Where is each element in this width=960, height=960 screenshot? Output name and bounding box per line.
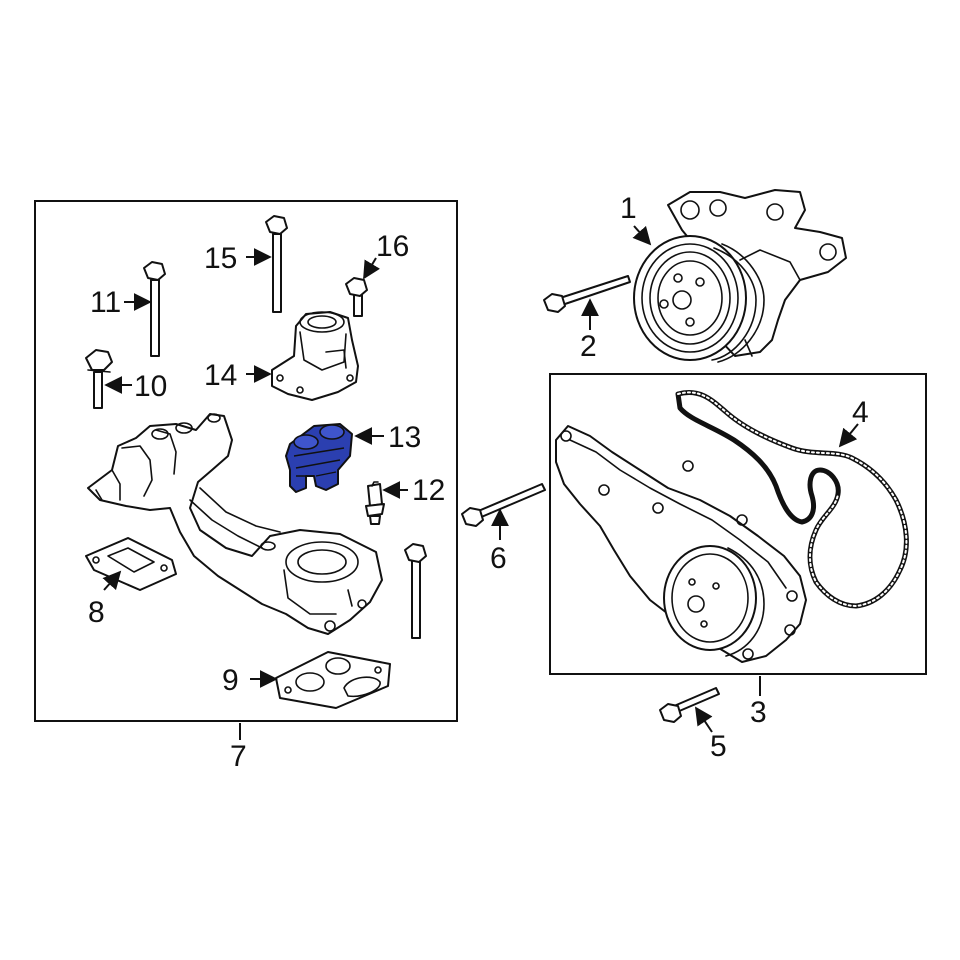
bolt-part-15[interactable] xyxy=(265,215,288,313)
bolt-part-6[interactable] xyxy=(461,483,546,527)
leader-8 xyxy=(102,570,122,591)
temperature-sensor-part-12[interactable] xyxy=(365,481,385,525)
gasket-part-8[interactable] xyxy=(85,537,177,591)
callout-15: 15 xyxy=(204,242,237,275)
gasket-part-9[interactable] xyxy=(275,651,391,709)
callout-3: 3 xyxy=(750,696,767,729)
callout-2: 2 xyxy=(580,330,597,363)
callout-14: 14 xyxy=(204,359,237,392)
leader-5 xyxy=(695,706,713,733)
callout-13: 13 xyxy=(388,421,421,454)
callout-10: 10 xyxy=(134,370,167,403)
leader-1 xyxy=(632,225,652,246)
bolt-part-5[interactable] xyxy=(659,687,720,723)
bolt-part-10[interactable] xyxy=(85,349,113,409)
thermostat-part-13-highlighted[interactable] xyxy=(285,423,353,493)
callout-4: 4 xyxy=(852,396,869,429)
bolt-part-16[interactable] xyxy=(345,277,368,317)
callout-8: 8 xyxy=(88,596,105,629)
leader-4 xyxy=(838,423,859,448)
bolt-housing-stud[interactable] xyxy=(404,543,427,639)
thermostat-housing-part-14[interactable] xyxy=(271,311,359,401)
water-pump-part[interactable] xyxy=(633,189,847,363)
gasket-part-4[interactable] xyxy=(675,390,909,609)
leader-16 xyxy=(363,257,381,280)
callout-7: 7 xyxy=(230,740,247,773)
callout-1: 1 xyxy=(620,192,637,225)
callout-6: 6 xyxy=(490,542,507,575)
group-box-3 xyxy=(549,373,927,675)
group-box-7 xyxy=(34,200,458,722)
bolt-part-2[interactable] xyxy=(543,275,631,313)
coolant-housing-part-7[interactable] xyxy=(87,413,383,635)
callout-5: 5 xyxy=(710,730,727,763)
callout-11: 11 xyxy=(90,286,121,319)
water-pump-assembly-part[interactable] xyxy=(555,425,807,663)
callout-9: 9 xyxy=(222,664,239,697)
bolt-part-11[interactable] xyxy=(143,261,166,357)
callout-16: 16 xyxy=(376,230,409,263)
callout-12: 12 xyxy=(412,474,445,507)
